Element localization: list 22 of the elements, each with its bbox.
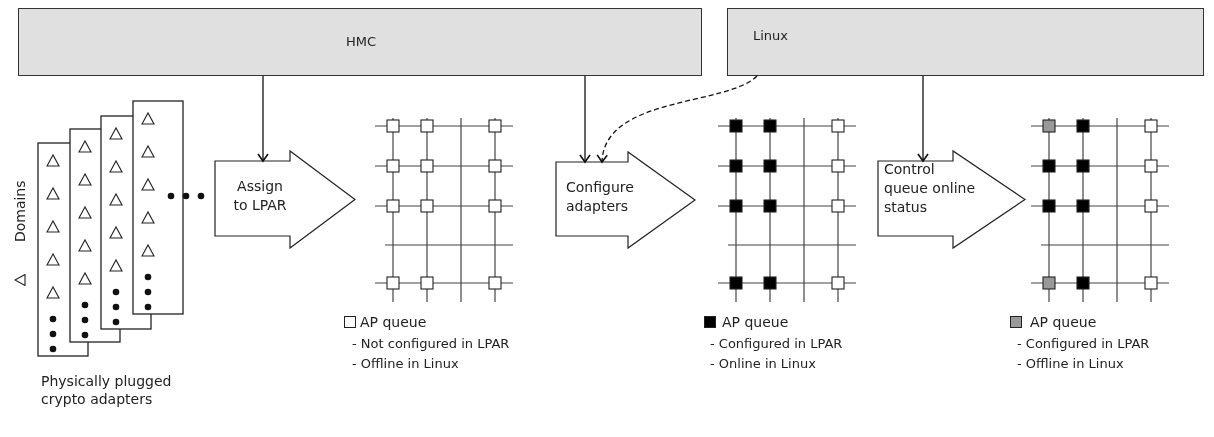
arrow	[917, 75, 929, 162]
status-note: - Not configured in LPAR	[352, 336, 510, 353]
legend-label: Domains	[10, 182, 29, 243]
status-note: - Online in Linux	[710, 356, 816, 373]
status-note: - Offline in Linux	[1017, 356, 1124, 373]
system-band	[18, 8, 702, 76]
legend-label: AP queue	[722, 313, 789, 332]
status-note: - Configured in LPAR	[710, 336, 843, 353]
system-band	[727, 8, 1204, 76]
status-note: - Configured in LPAR	[1017, 336, 1150, 353]
legend-label: AP queue	[1030, 313, 1097, 332]
arrow	[257, 75, 269, 162]
band-label: HMC	[344, 33, 378, 51]
arrow	[579, 75, 591, 163]
step-label: Control queue online status	[884, 160, 976, 217]
dashed-arrow	[597, 75, 758, 163]
step-label: Assign to LPAR	[232, 177, 288, 215]
band-label: Linux	[753, 27, 790, 45]
status-note: - Offline in Linux	[352, 356, 459, 373]
caption: Physically plugged crypto adapters	[41, 372, 173, 409]
legend-label: AP queue	[360, 313, 427, 332]
step-label: Configure adapters	[566, 178, 635, 216]
